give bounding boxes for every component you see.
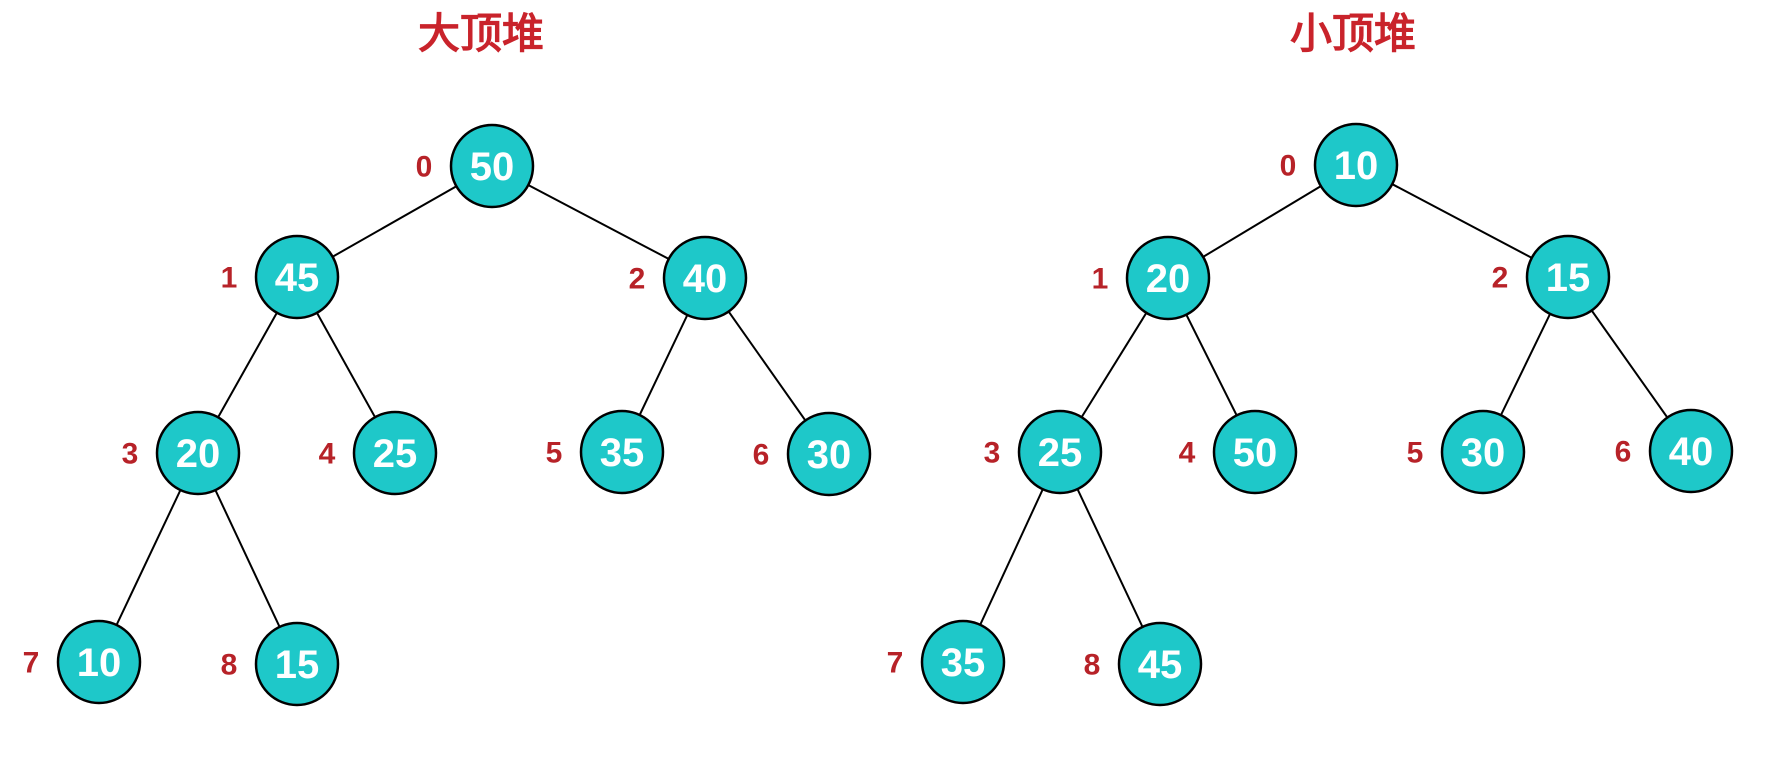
heap-node-circle [254, 621, 340, 707]
heap-node-circle [449, 123, 535, 209]
heap-node-value: 45 [1138, 643, 1183, 687]
heap-node-index-label: 3 [122, 438, 139, 471]
heap-node-index-label: 7 [23, 647, 40, 680]
heap-node-value: 35 [600, 431, 645, 475]
heap-node-value: 25 [1038, 431, 1083, 475]
heap-node-value: 15 [1546, 256, 1591, 300]
heap-node-circle [155, 410, 241, 496]
heap-node-circle [786, 411, 872, 497]
heap-node-index-label: 5 [1407, 437, 1424, 470]
heap-node-value: 10 [77, 641, 122, 685]
heap-node-circle [1648, 408, 1734, 494]
min-heap-tree: 10 0 20 1 15 2 25 3 50 4 30 5 40 6 35 7 45 8 小顶堆 [887, 10, 1734, 707]
heap-node-value: 30 [807, 433, 852, 477]
heap-node-value: 40 [1669, 430, 1714, 474]
heap-node-circle [579, 409, 665, 495]
max-heap-tree: 50 0 45 1 40 2 20 3 25 4 35 5 30 6 10 7 15 8 大顶堆 [23, 10, 872, 707]
heap-node-value: 10 [1334, 144, 1379, 188]
heap-node-index-label: 7 [887, 647, 904, 680]
min-heap-title: 小顶堆 [1290, 10, 1416, 57]
heap-node-index-label: 1 [1092, 263, 1109, 296]
heap-node-circle [1117, 621, 1203, 707]
max-heap-title: 大顶堆 [418, 10, 544, 57]
heap-node-value: 40 [683, 257, 728, 301]
heap-node-index-label: 6 [753, 439, 770, 472]
heap-node-index-label: 2 [1492, 262, 1509, 295]
heap-node-value: 50 [470, 145, 515, 189]
heap-node-value: 30 [1461, 431, 1506, 475]
heap-node-value: 15 [275, 643, 320, 687]
heap-node-circle [352, 410, 438, 496]
heap-node-index-label: 1 [221, 262, 238, 295]
heap-node-index-label: 0 [1280, 150, 1297, 183]
heap-node-circle [1313, 122, 1399, 208]
heap-node-index-label: 6 [1615, 436, 1632, 469]
heap-node-circle [254, 234, 340, 320]
heap-node-circle [1525, 234, 1611, 320]
heap-node-index-label: 5 [546, 437, 563, 470]
heap-node-index-label: 0 [416, 151, 433, 184]
heap-node-value: 20 [176, 432, 221, 476]
heap-node-circle [56, 619, 142, 705]
heap-node-index-label: 4 [1179, 437, 1196, 470]
heap-node-index-label: 8 [221, 649, 238, 682]
heap-node-circle [1212, 409, 1298, 495]
heap-node-value: 50 [1233, 431, 1278, 475]
heap-node-value: 35 [941, 641, 986, 685]
heap-node-value: 45 [275, 256, 320, 300]
heap-node-value: 25 [373, 432, 418, 476]
heap-node-circle [1440, 409, 1526, 495]
heap-node-index-label: 3 [984, 437, 1001, 470]
heap-node-circle [1125, 235, 1211, 321]
heap-node-circle [920, 619, 1006, 705]
heap-node-circle [1017, 409, 1103, 495]
heap-node-value: 20 [1146, 257, 1191, 301]
heap-node-index-label: 8 [1084, 649, 1101, 682]
heap-node-index-label: 2 [629, 263, 646, 296]
heap-node-index-label: 4 [319, 438, 336, 471]
heap-node-circle [662, 235, 748, 321]
